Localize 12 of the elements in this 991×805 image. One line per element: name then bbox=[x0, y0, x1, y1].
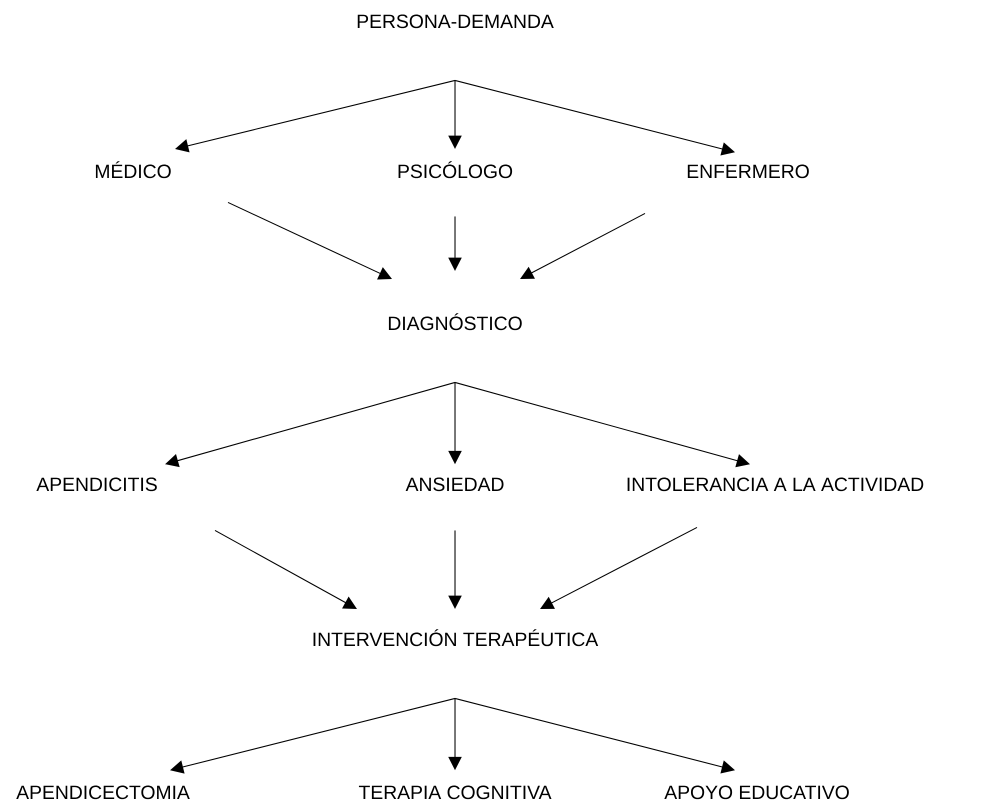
node-label: TERAPIA COGNITIVA bbox=[358, 785, 552, 800]
node-label: INTOLERANCIA A LA ACTIVIDAD bbox=[628, 477, 924, 492]
node-label: ANSIEDAD bbox=[406, 477, 504, 492]
node-label: APENDICECTOMIA bbox=[16, 785, 190, 800]
node-label: APOYO EDUCATIVO bbox=[664, 785, 849, 800]
node-label: APENDICITIS bbox=[36, 477, 157, 492]
node-label: PSICÓLOGO bbox=[398, 161, 512, 178]
node-label: PERSONA-DEMANDA bbox=[358, 14, 554, 28]
node-label: DIAGNÓSTICO bbox=[388, 313, 522, 330]
node-label: ENFERMERO bbox=[688, 164, 809, 178]
node-label: INTERVENCIÓN TERAPÉUTICA bbox=[314, 629, 598, 646]
node-label: MÉDICO bbox=[96, 161, 171, 178]
